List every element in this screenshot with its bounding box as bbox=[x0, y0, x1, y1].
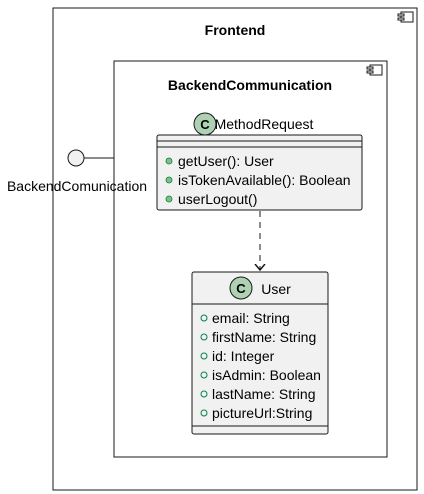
interface-label: BackendComunication bbox=[7, 178, 147, 194]
public-method-icon bbox=[165, 157, 173, 165]
interface-port: BackendComunication bbox=[7, 149, 147, 194]
class-member: isTokenAvailable(): Boolean bbox=[178, 172, 351, 188]
class-stereotype-icon: C bbox=[193, 112, 217, 136]
class-member: firstName: String bbox=[212, 329, 316, 345]
class-member: isAdmin: Boolean bbox=[212, 367, 321, 383]
public-field-icon bbox=[200, 352, 208, 360]
backend-communication-title: BackendCommunication bbox=[168, 77, 332, 93]
class-user: C User email: String firstName: String i… bbox=[191, 271, 329, 435]
class-member: userLogout() bbox=[178, 191, 257, 207]
class-member: pictureUrl:String bbox=[212, 405, 312, 421]
class-stereotype-icon: C bbox=[229, 276, 253, 300]
public-field-icon bbox=[200, 371, 208, 379]
public-field-icon bbox=[200, 314, 208, 322]
frontend-title: Frontend bbox=[205, 22, 266, 38]
component-icon bbox=[397, 11, 414, 23]
public-field-icon bbox=[200, 390, 208, 398]
class-member: email: String bbox=[212, 310, 290, 326]
public-method-icon bbox=[165, 195, 173, 203]
public-field-icon bbox=[200, 333, 208, 341]
component-icon bbox=[366, 64, 383, 76]
class-member: getUser(): User bbox=[178, 153, 274, 169]
class-name: MethodRequest bbox=[215, 116, 314, 132]
class-member: lastName: String bbox=[212, 386, 315, 402]
public-method-icon bbox=[165, 176, 173, 184]
public-field-icon bbox=[200, 409, 208, 417]
class-name: User bbox=[261, 281, 291, 297]
class-member: id: Integer bbox=[212, 348, 275, 364]
interface-circle-icon bbox=[67, 149, 85, 167]
svg-text:C: C bbox=[236, 281, 246, 296]
class-methodrequest: C MethodRequest getUser(): User isTokenA… bbox=[156, 112, 363, 211]
svg-text:C: C bbox=[200, 117, 210, 132]
